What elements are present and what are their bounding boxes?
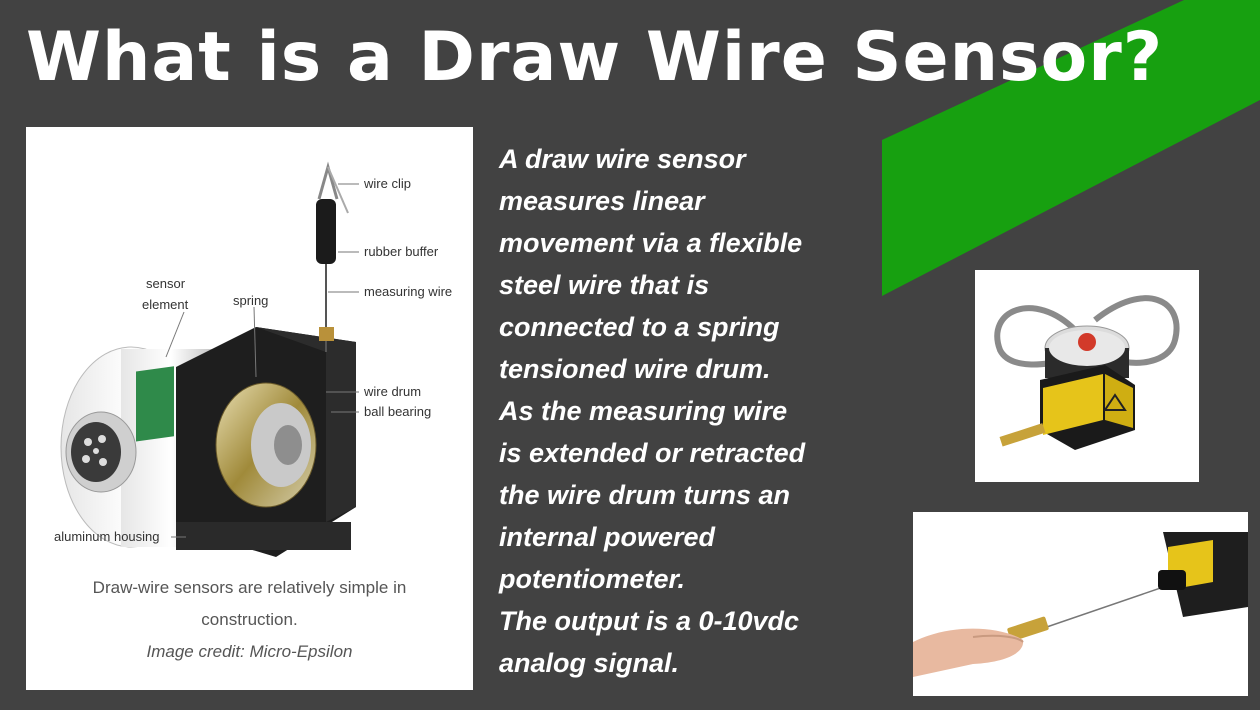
label-spring: spring xyxy=(233,293,268,308)
label-sensor: sensor xyxy=(146,276,186,291)
body-line: steel wire that is xyxy=(499,270,710,300)
body-line: connected to a spring xyxy=(499,312,780,342)
draw-wire-sensor-image xyxy=(994,295,1180,450)
image-credit: Image credit: Micro-Epsilon xyxy=(146,642,353,661)
label-element: element xyxy=(142,297,189,312)
label-wire-drum: wire drum xyxy=(363,384,421,399)
caption-line-1: Draw-wire sensors are relatively simple … xyxy=(92,578,407,597)
label-measuring-wire: measuring wire xyxy=(364,284,452,299)
label-rubber-buffer: rubber buffer xyxy=(364,244,439,259)
body-line: A draw wire sensor xyxy=(499,144,746,174)
draw-wire-cutaway-diagram: wire clip rubber buffer measuring wire s… xyxy=(54,161,452,557)
wire-extension-photo xyxy=(913,512,1248,696)
slide-title: What is a Draw Wire Sensor? xyxy=(26,18,1164,97)
label-wire-clip: wire clip xyxy=(363,176,411,191)
body-line: tensioned wire drum. xyxy=(499,354,771,384)
body-line: measures linear xyxy=(499,186,705,216)
body-line: analog signal. xyxy=(499,648,680,678)
body-line: As the measuring wire xyxy=(499,396,788,426)
sensor-product-photo xyxy=(975,270,1199,482)
body-line: potentiometer. xyxy=(499,564,686,594)
body-line: movement via a flexible xyxy=(499,228,803,258)
figure-caption: Draw-wire sensors are relatively simple … xyxy=(26,572,473,668)
description-text: A draw wire sensor measures linear movem… xyxy=(499,138,879,684)
label-aluminum-housing: aluminum housing xyxy=(54,529,160,544)
hand-pulling-wire-image xyxy=(913,532,1248,677)
body-line: the wire drum turns an xyxy=(499,480,791,510)
body-line: The output is a 0-10vdc xyxy=(499,606,800,636)
label-ball-bearing: ball bearing xyxy=(364,404,431,419)
caption-line-2: construction. xyxy=(201,610,298,629)
body-line: is extended or retracted xyxy=(499,438,806,468)
figure-panel: wire clip rubber buffer measuring wire s… xyxy=(26,127,473,690)
body-line: internal powered xyxy=(499,522,716,552)
